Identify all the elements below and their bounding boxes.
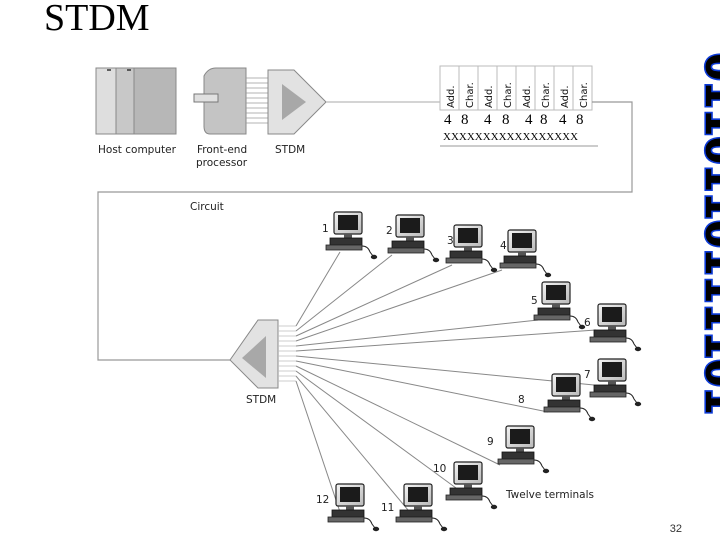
terminal-3-icon	[445, 224, 498, 273]
frame-number-6: 8	[540, 112, 548, 128]
terminal-label-9: 9	[487, 436, 494, 448]
frame-field-3: Add.	[484, 85, 495, 108]
front-end-processor	[193, 67, 247, 135]
stdm-bottom-stubs	[278, 325, 296, 382]
frame-field-4: Char.	[503, 82, 514, 108]
terminal-labels: 1 2 3 4 5 6 7 8 9 10 11 12	[316, 223, 591, 514]
page-number: 32	[669, 523, 682, 535]
frame-number-3: 4	[484, 112, 492, 128]
terminal-label-7: 7	[584, 369, 591, 381]
frame-bit-counts: 4 8 4 8 4 8 4 8	[444, 112, 584, 128]
terminal-label-4: 4	[500, 240, 507, 252]
circuit-line	[97, 101, 633, 361]
stdm-bottom-multiplexer	[229, 319, 279, 389]
slide-title: STDM	[44, 0, 150, 39]
terminal-10-icon	[445, 461, 498, 510]
fep-to-stdm-lines	[246, 77, 268, 124]
frame-number-2: 8	[461, 112, 469, 128]
terminal-label-5: 5	[531, 295, 538, 307]
terminals	[325, 211, 642, 532]
terminal-label-12: 12	[316, 494, 329, 506]
fanout-lines	[295, 251, 597, 513]
terminal-label-8: 8	[518, 394, 525, 406]
frame-number-4: 8	[502, 112, 510, 128]
terminal-label-1: 1	[322, 223, 329, 235]
terminal-label-10: 10	[433, 463, 446, 475]
terminal-label-11: 11	[381, 502, 394, 514]
terminal-label-6: 6	[584, 317, 591, 329]
terminal-11-icon	[395, 483, 448, 532]
stdm-top-label: STDM	[275, 144, 305, 156]
terminal-6-icon	[589, 303, 642, 352]
frame-number-8: 8	[576, 112, 584, 128]
frame-field-7: Add.	[560, 85, 571, 108]
frame-number-1: 4	[444, 112, 452, 128]
fep-label-line2: processor	[196, 157, 248, 169]
frame-field-8: Char.	[579, 82, 590, 108]
terminal-5-icon	[533, 281, 586, 330]
terminal-9-icon	[497, 425, 550, 474]
terminal-label-3: 3	[447, 235, 454, 247]
frame-field-5: Add.	[522, 85, 533, 108]
terminal-label-2: 2	[386, 225, 393, 237]
host-computer-label: Host computer	[98, 144, 177, 156]
terminal-4-icon	[499, 229, 552, 278]
terminal-2-icon	[387, 214, 440, 263]
host-computer	[95, 67, 177, 135]
frame-field-2: Char.	[465, 82, 476, 108]
frame-field-1: Add.	[446, 85, 457, 108]
frame-bits: XXXXXXXXXXXXXXXXX	[443, 131, 578, 143]
frame-field-6: Char.	[541, 82, 552, 108]
terminal-1-icon	[325, 211, 378, 260]
terminal-8-icon	[543, 373, 596, 422]
circuit-label: Circuit	[190, 201, 224, 213]
frame-fields: Add. Char. Add. Char. Add. Char. Add. Ch…	[439, 65, 593, 111]
binary-decoration: 0110110111101	[696, 53, 720, 415]
terminals-caption: Twelve terminals	[505, 489, 594, 501]
terminal-12-icon	[327, 483, 380, 532]
stdm-top-multiplexer	[267, 69, 327, 135]
frame-number-5: 4	[525, 112, 533, 128]
terminal-7-icon	[589, 358, 642, 407]
fep-label-line1: Front-end	[197, 144, 247, 156]
stdm-bottom-label: STDM	[246, 394, 276, 406]
frame-number-7: 4	[559, 112, 567, 128]
